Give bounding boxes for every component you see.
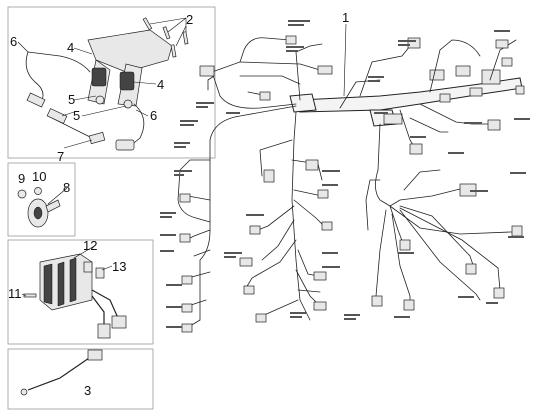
callout-4a: 4 — [67, 40, 74, 55]
callout-numbers: 1 2 6 4 4 5 5 6 7 9 10 8 12 13 11 3 — [8, 10, 349, 398]
callout-10: 10 — [32, 169, 46, 184]
callout-11: 11 — [8, 286, 22, 301]
callout-1: 1 — [342, 10, 349, 25]
panel-sensors — [7, 6, 216, 159]
tiny-label-marks — [160, 20, 530, 328]
horn-group — [17, 187, 61, 228]
regulator-group — [23, 253, 127, 339]
callout-7: 7 — [57, 149, 64, 164]
callout-2: 2 — [186, 12, 193, 27]
panel-cable — [7, 348, 154, 410]
callout-4b: 4 — [157, 77, 164, 92]
callout-9: 9 — [18, 171, 25, 186]
callout-5b: 5 — [73, 108, 80, 123]
cable-group — [20, 349, 103, 396]
callout-6b: 6 — [150, 108, 157, 123]
callout-5a: 5 — [68, 92, 75, 107]
callout-3: 3 — [84, 383, 91, 398]
main-harness — [177, 23, 525, 333]
leader-lines — [17, 17, 187, 297]
sensor-bracket-group — [25, 17, 189, 151]
callout-12: 12 — [83, 238, 97, 253]
callout-13: 13 — [112, 259, 126, 274]
callout-8: 8 — [63, 180, 70, 195]
panel-regulator — [7, 239, 154, 345]
panel-horn — [7, 162, 76, 237]
callout-6a: 6 — [10, 34, 17, 49]
